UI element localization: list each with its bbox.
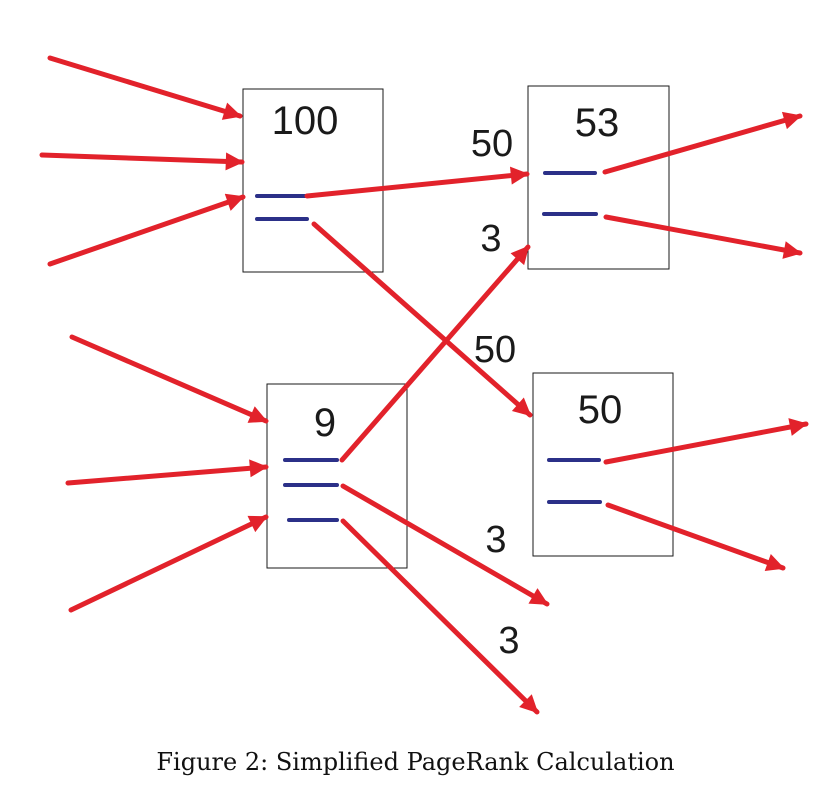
arrow <box>65 459 269 486</box>
figure-caption: Figure 2: Simplified PageRank Calculatio… <box>156 748 675 776</box>
arrow <box>603 418 809 465</box>
edge-label: 3 <box>498 620 519 662</box>
arrow <box>602 111 803 175</box>
arrow <box>68 514 269 613</box>
node-value-c: 9 <box>314 401 336 445</box>
arrow <box>339 244 531 463</box>
edge-label: 3 <box>485 519 506 561</box>
arrow <box>39 152 245 171</box>
arrow <box>605 502 786 571</box>
arrow <box>340 518 540 715</box>
arrow <box>47 55 243 120</box>
arrow <box>603 214 803 259</box>
edge-label: 50 <box>474 329 516 371</box>
node-value-a: 100 <box>272 99 339 143</box>
arrow <box>47 193 246 267</box>
arrow <box>311 221 533 418</box>
arrow <box>340 483 550 607</box>
node-box-100 <box>242 88 384 273</box>
node-value-d: 50 <box>578 388 623 432</box>
arrow <box>304 166 530 199</box>
node-box-53 <box>527 85 670 270</box>
arrow <box>69 334 269 424</box>
edge-label: 50 <box>471 123 513 165</box>
edge-label: 3 <box>480 218 501 260</box>
node-box-50 <box>532 372 674 557</box>
node-value-b: 53 <box>575 101 620 145</box>
